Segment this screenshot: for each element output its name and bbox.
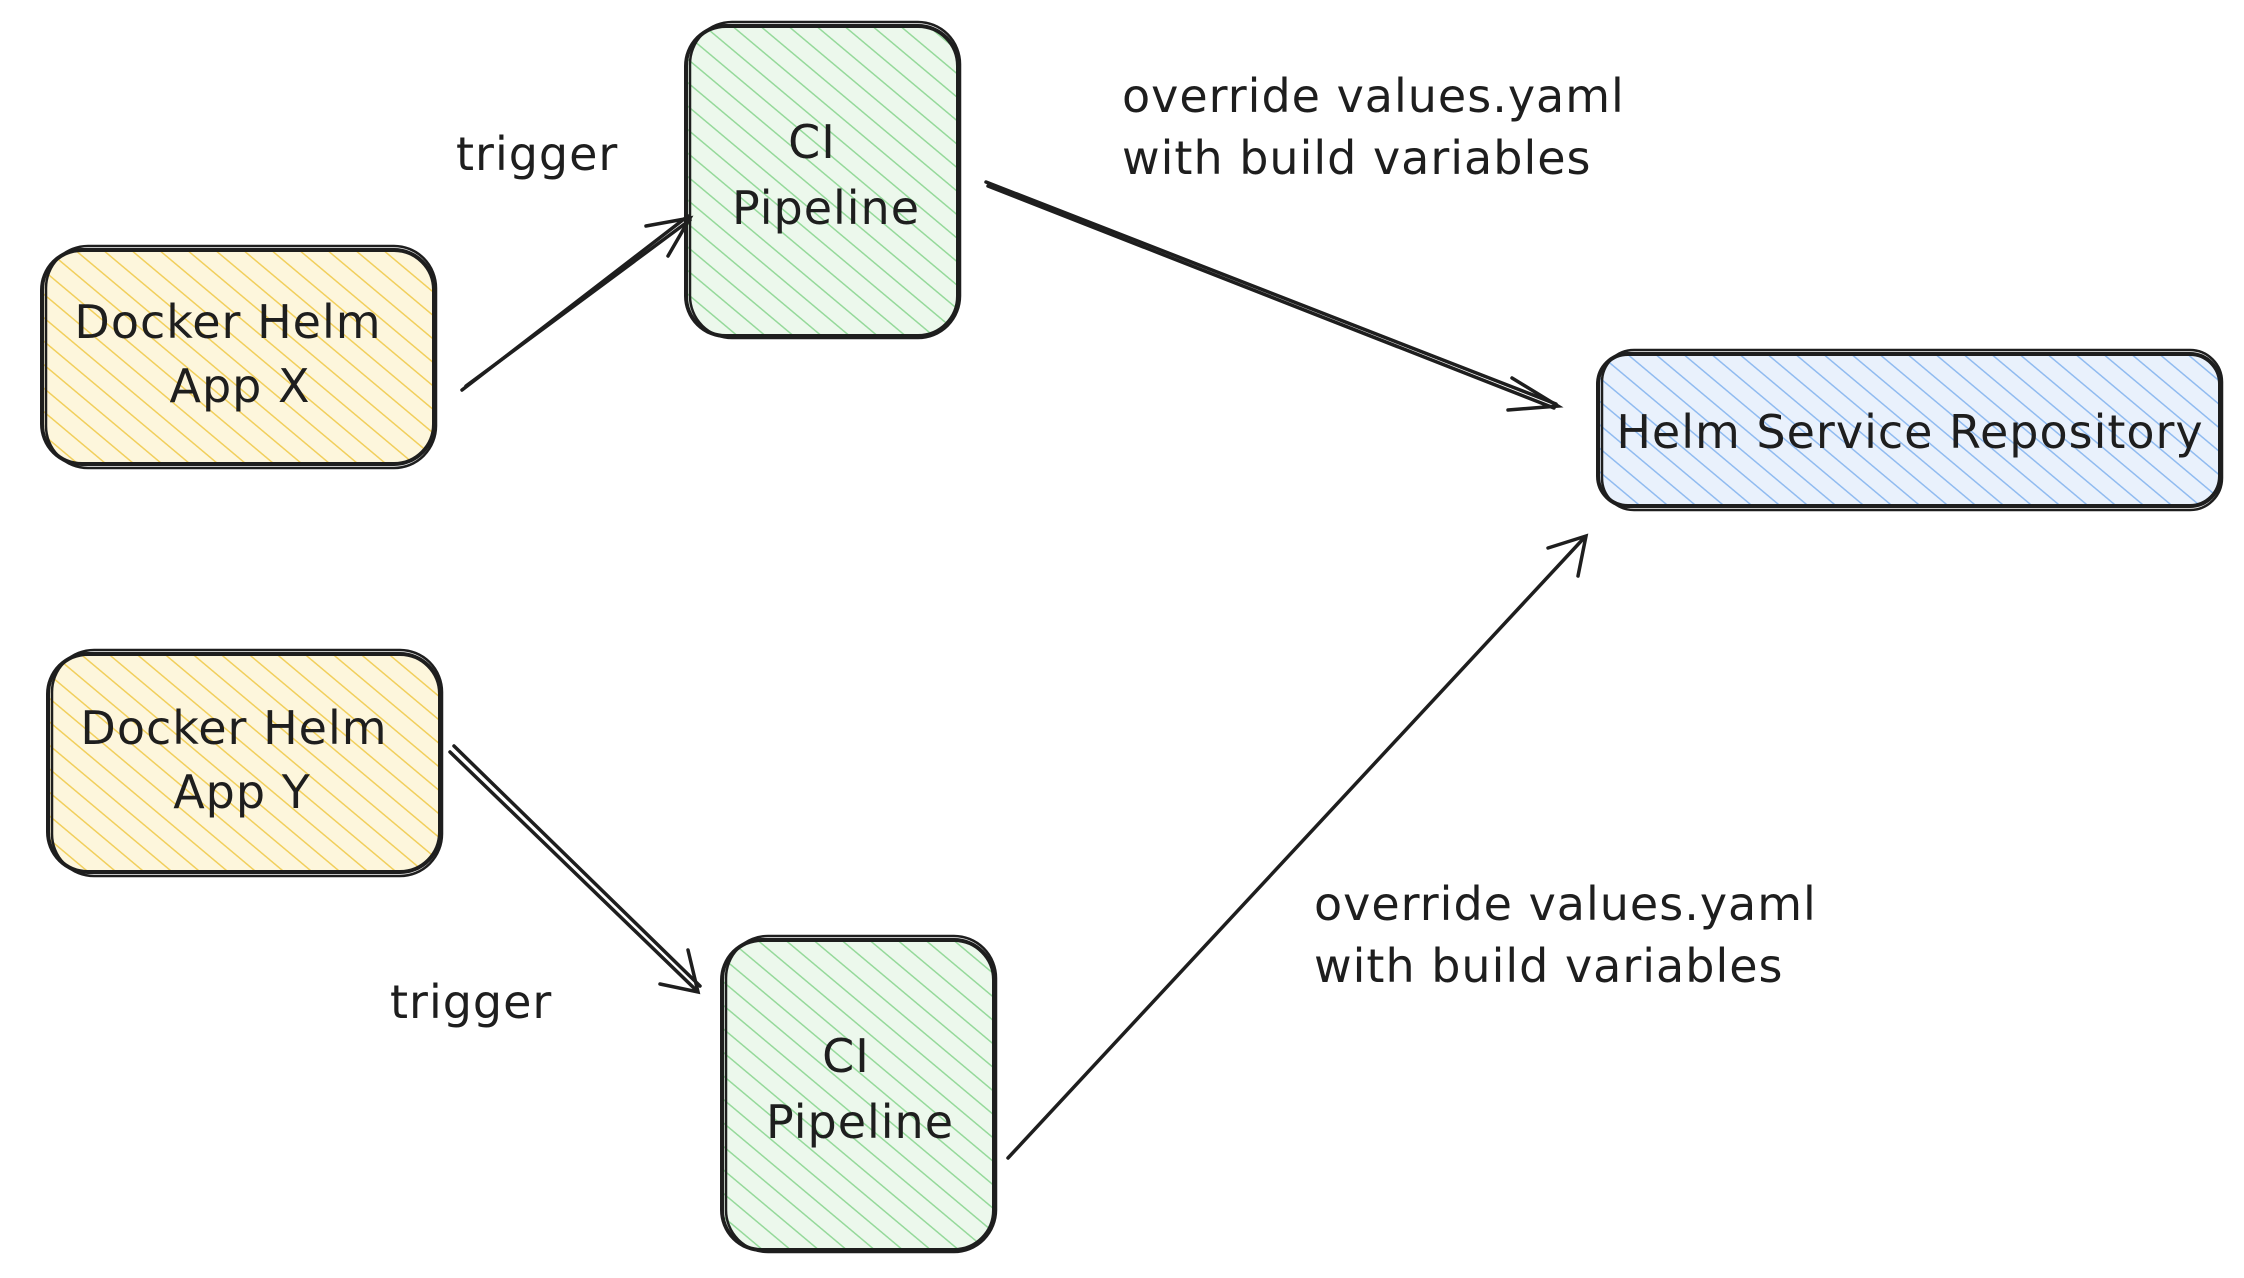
node-repo-label: Helm Service Repository — [1616, 405, 2203, 459]
node-ci-top-line2: Pipeline — [732, 181, 920, 235]
node-docker-y-line1: Docker Helm — [80, 701, 387, 755]
node-docker-y-line2: App Y — [173, 765, 311, 819]
edge-override-top: override values.yaml with build variable… — [984, 69, 1625, 412]
edge-override-top-line2: with build variables — [1122, 131, 1592, 185]
edge-trigger-top-label: trigger — [456, 127, 618, 181]
node-docker-helm-app-x: Docker Helm App X — [40, 244, 438, 470]
node-ci-pipeline-bottom: CI Pipeline — [720, 934, 998, 1254]
edge-override-bottom: override values.yaml with build variable… — [1006, 533, 1817, 1160]
node-docker-helm-app-y: Docker Helm App Y — [46, 648, 444, 878]
edge-override-bottom-line2: with build variables — [1314, 939, 1784, 993]
edge-trigger-bottom-label: trigger — [390, 975, 552, 1029]
node-ci-top-line1: CI — [788, 115, 836, 169]
edge-trigger-top: trigger — [456, 127, 694, 392]
node-ci-bottom-line2: Pipeline — [766, 1095, 954, 1149]
node-ci-pipeline-top: CI Pipeline — [684, 20, 962, 340]
edge-trigger-bottom: trigger — [390, 744, 702, 1029]
edge-override-top-line1: override values.yaml — [1122, 69, 1625, 123]
node-ci-bottom-line1: CI — [822, 1029, 870, 1083]
node-docker-x-line2: App X — [169, 359, 310, 413]
edge-override-bottom-line1: override values.yaml — [1314, 877, 1817, 931]
node-helm-service-repository: Helm Service Repository — [1596, 348, 2224, 512]
node-docker-x-line1: Docker Helm — [74, 295, 381, 349]
